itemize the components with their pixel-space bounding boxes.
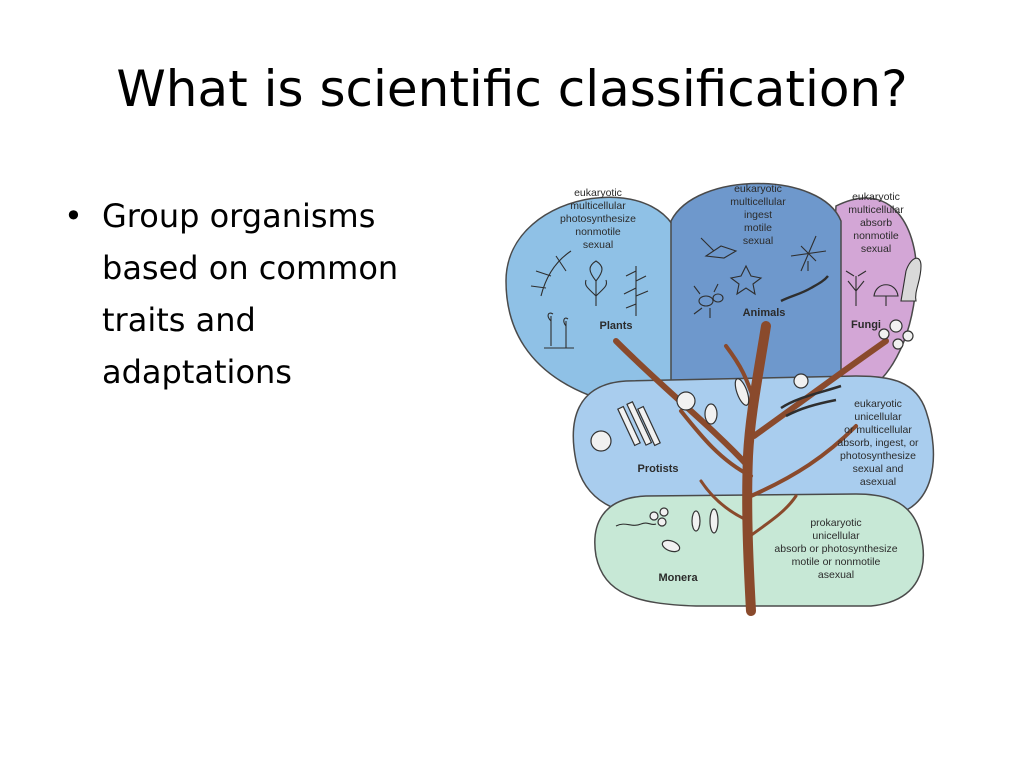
plants-trait: eukaryotic <box>574 187 622 199</box>
fungi-label: Fungi <box>851 319 881 331</box>
protists-trait: sexual and <box>853 463 904 475</box>
protists-trait: photosynthesize <box>840 450 916 462</box>
plants-trait: photosynthesize <box>560 213 636 225</box>
animals-trait: multicellular <box>730 196 786 208</box>
fungi-sketches-icon <box>845 257 922 350</box>
animal-sketches-icon <box>693 235 829 318</box>
monera-trait: motile or nonmotile <box>792 556 881 568</box>
monera-lobe <box>594 493 925 607</box>
protists-trait: absorb, ingest, or <box>837 437 919 449</box>
bullet-line: traits and <box>102 301 256 339</box>
protist-sketches-icon <box>590 373 842 452</box>
fungi-trait: nonmotile <box>853 230 899 242</box>
bullet-line: based on common <box>102 249 399 287</box>
animals-trait: sexual <box>743 235 773 247</box>
animals-trait: motile <box>744 222 772 234</box>
animals-lobe <box>670 182 842 392</box>
monera-sketches-icon <box>615 507 719 553</box>
bullet-line: Group organisms <box>102 197 376 235</box>
fungi-trait: sexual <box>861 243 891 255</box>
plants-trait: nonmotile <box>575 226 621 238</box>
plants-trait: multicellular <box>570 200 626 212</box>
plants-trait: sexual <box>583 239 613 251</box>
animals-trait: ingest <box>744 209 772 221</box>
protists-trait: or multicellular <box>844 424 912 436</box>
monera-trait: unicellular <box>812 530 860 542</box>
bullet-list: • Group organisms based on common traits… <box>60 190 460 398</box>
bullet-line: adaptations <box>102 353 292 391</box>
monera-trait: absorb or photosynthesize <box>774 543 897 555</box>
protists-trait: eukaryotic <box>854 398 902 410</box>
monera-trait: asexual <box>818 569 854 581</box>
plants-label: Plants <box>599 320 632 332</box>
animals-label: Animals <box>743 307 786 319</box>
five-kingdom-tree-diagram: eukaryotic multicellular photosynthesize… <box>505 182 935 616</box>
animals-trait: eukaryotic <box>734 183 782 195</box>
protists-trait: unicellular <box>854 411 902 423</box>
monera-label: Monera <box>658 572 698 584</box>
bullet-item: • Group organisms based on common traits… <box>60 190 460 398</box>
fungi-trait: multicellular <box>848 204 904 216</box>
plant-sketches-icon <box>530 250 649 349</box>
protists-trait: asexual <box>860 476 896 488</box>
bullet-icon: • <box>64 197 83 235</box>
fungi-trait: eukaryotic <box>852 191 900 203</box>
fungi-trait: absorb <box>860 217 892 229</box>
monera-trait: prokaryotic <box>810 517 861 529</box>
slide-title: What is scientific classification? <box>116 60 908 118</box>
protists-label: Protists <box>638 463 679 475</box>
